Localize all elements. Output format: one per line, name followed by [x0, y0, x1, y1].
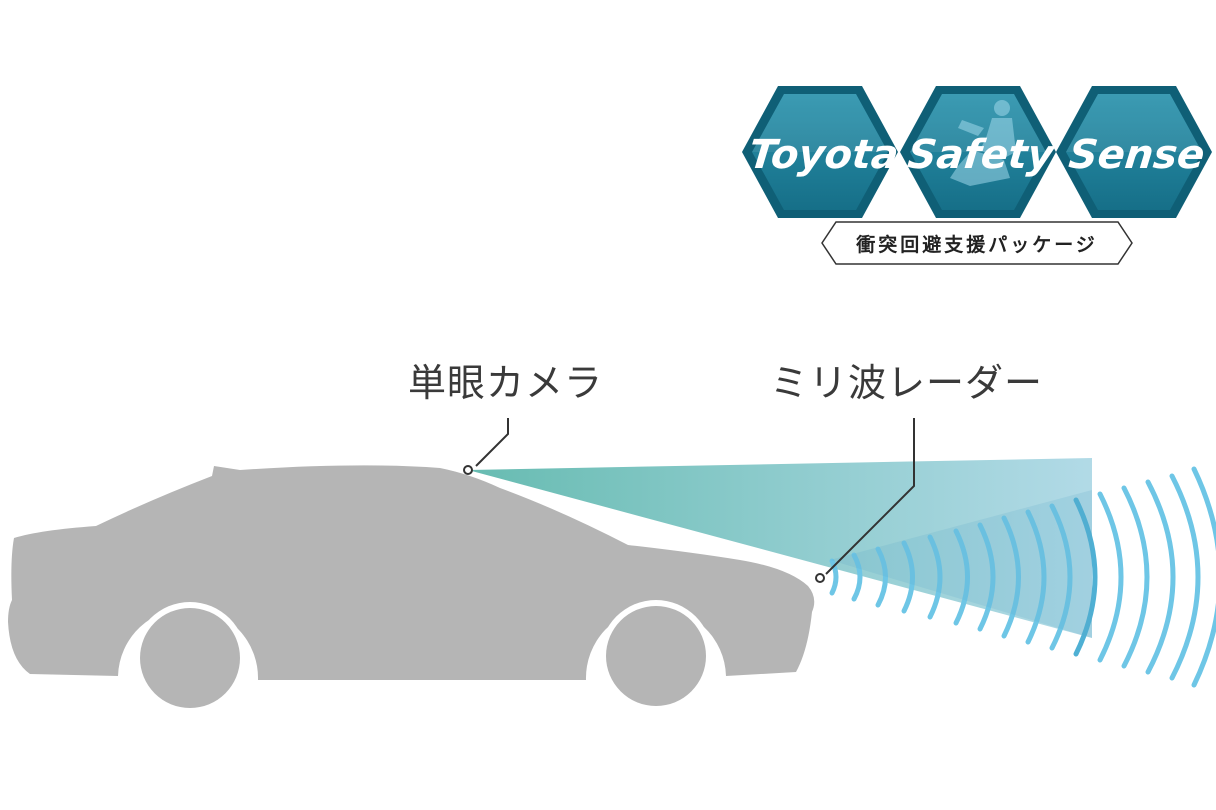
radar-waves — [829, 466, 1216, 688]
logo-tagline: 衝突回避支援パッケージ — [855, 233, 1098, 256]
radar-beam-overlap — [830, 490, 1092, 638]
logo-word-toyota: Toyota — [747, 132, 901, 178]
seated-driver-icon — [950, 100, 1016, 186]
car-silhouette-icon — [8, 465, 815, 714]
radar-leader — [815, 418, 915, 583]
camera-leader — [463, 418, 509, 475]
radar-callout-label: ミリ波レーダー — [770, 361, 1044, 405]
logo-hex-toyota: Toyota — [742, 86, 901, 218]
camera-callout-label: 単眼カメラ — [408, 361, 604, 405]
logo-word-safety: Safety — [906, 132, 1058, 178]
toyota-safety-sense-logo: Toyota Safety Sense — [742, 86, 1212, 265]
logo-tagline-plate: 衝突回避支援パッケージ — [821, 221, 1133, 265]
logo-hex-sense: Sense — [1056, 86, 1212, 218]
logo-hex-safety: Safety — [900, 86, 1058, 218]
logo-word-sense: Sense — [1067, 132, 1207, 178]
